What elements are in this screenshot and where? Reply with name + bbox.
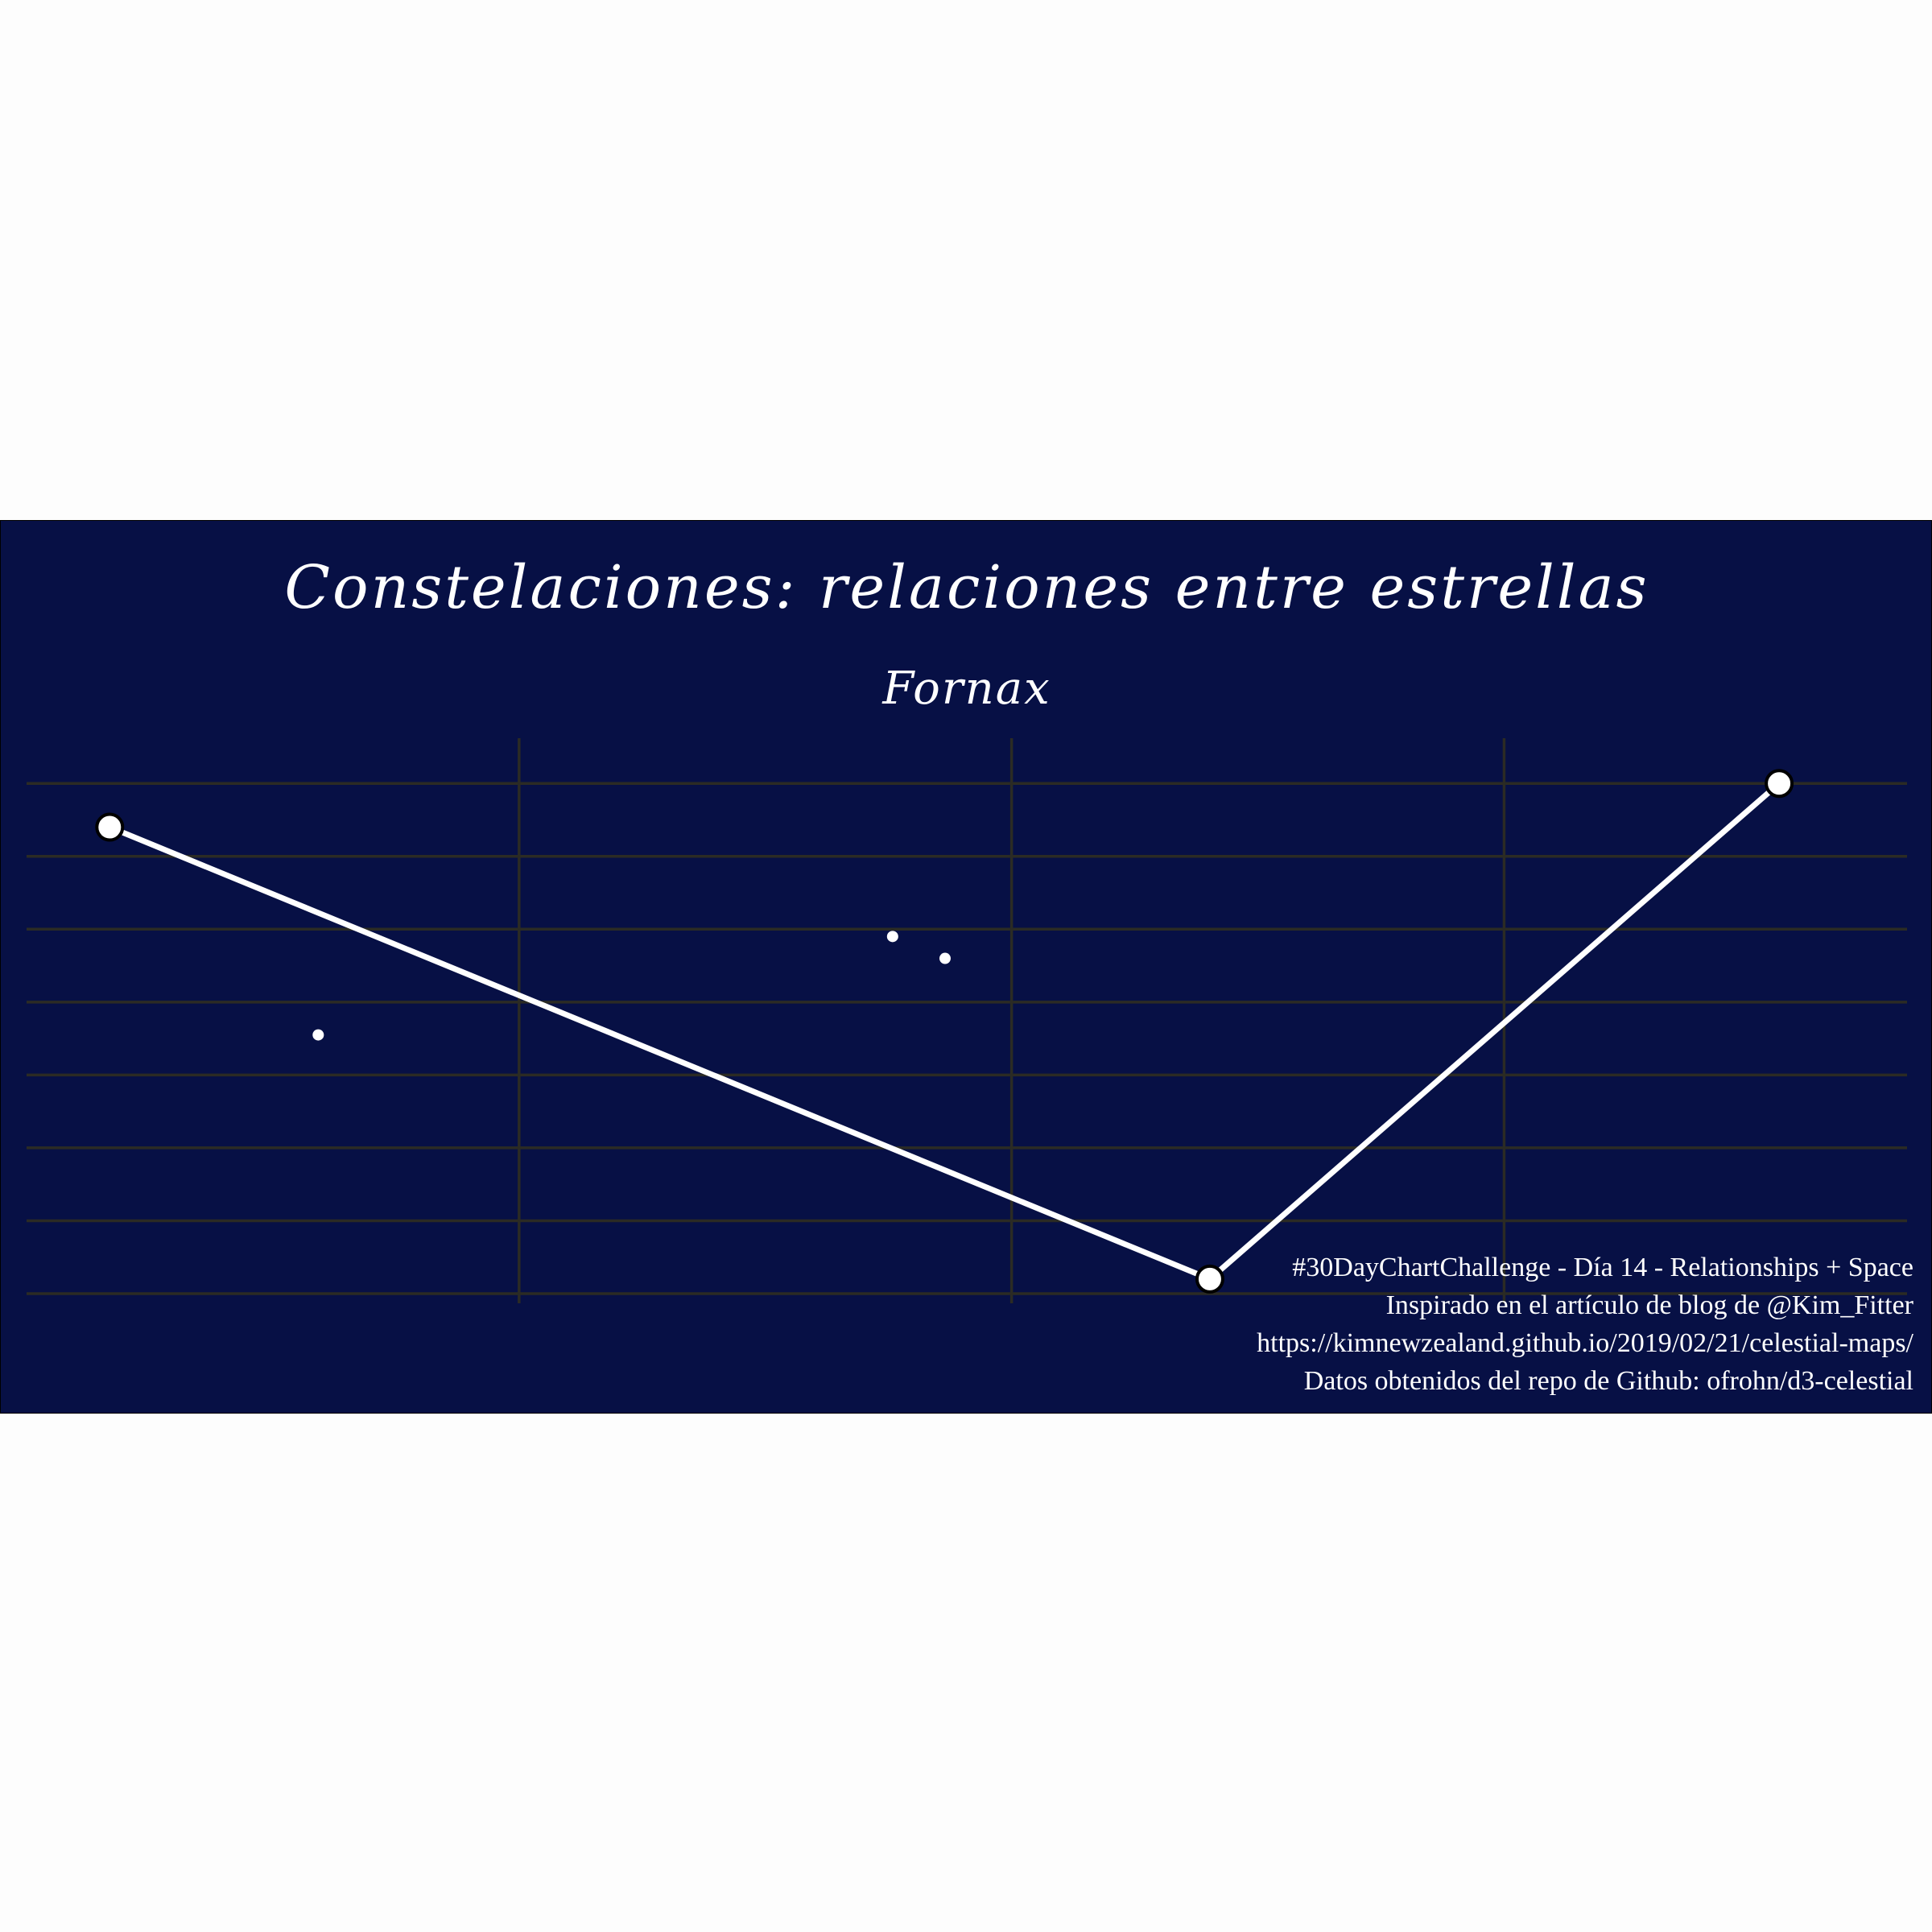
star-point-small — [886, 931, 898, 943]
caption-line: Datos obtenidos del repo de Github: ofro… — [1303, 1366, 1913, 1396]
chart-subtitle: Fornax — [882, 663, 1051, 715]
star-point-small — [312, 1029, 324, 1041]
caption-line: Inspirado en el artículo de blog de @Kim… — [1385, 1290, 1913, 1320]
caption-line: #30DayChartChallenge - Día 14 - Relation… — [1292, 1253, 1913, 1282]
grid — [27, 738, 1907, 1303]
star-point-small — [939, 952, 951, 964]
stars — [95, 769, 1794, 1294]
star-point-large — [1195, 1264, 1224, 1294]
caption-line: https://kimnewzealand.github.io/2019/02/… — [1257, 1328, 1913, 1358]
chart-panel: Constelaciones: relaciones entre estrell… — [0, 520, 1932, 1414]
chart-plot — [27, 738, 1907, 1303]
star-point-large — [95, 812, 125, 842]
constellation-lines — [108, 781, 1781, 1282]
star-point-large — [1765, 769, 1794, 799]
chart-title: Constelaciones: relaciones entre estrell… — [284, 553, 1649, 622]
constellation-line — [108, 781, 1781, 1282]
caption: #30DayChartChallenge - Día 14 - Relation… — [1257, 1249, 1913, 1400]
